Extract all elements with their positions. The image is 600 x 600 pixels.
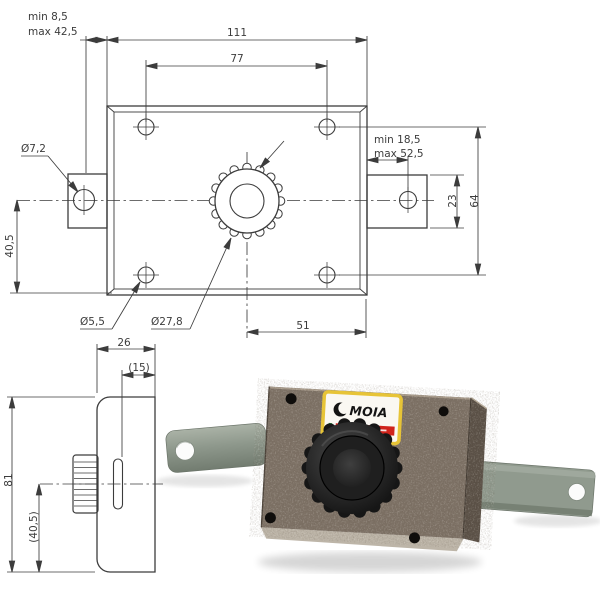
side-view-dimensions: [7, 344, 156, 573]
dim-body-depth: 26: [117, 337, 131, 349]
side-view-outline: [72, 396, 156, 573]
side-view-dimension-labels: 26 (15) 81 (40,5): [3, 337, 150, 543]
right-bar-shadow: [514, 515, 600, 527]
dim-max-left: max 42,5: [28, 26, 78, 38]
dim-holes-span: 77: [230, 53, 243, 65]
front-view-dimension-labels: min 8,5 max 42,5 111 77 Ø7,2 min 18,5 ma…: [4, 11, 481, 332]
knob-rim-highlight: [321, 430, 369, 447]
knob-outer-circle: [214, 168, 280, 234]
body-bottom-face: [260, 527, 464, 552]
dim-knob-to-edge: 51: [296, 320, 309, 332]
dim-hole-rows: 64: [469, 194, 481, 208]
front-view-dimensions: [10, 36, 486, 338]
dim-center-to-bottom: 40,5: [4, 234, 16, 257]
product-photo: MOIA: [157, 386, 600, 572]
body-screw-holes: [264, 393, 449, 544]
dim-center-to-bottom-side: (40,5): [28, 511, 40, 543]
dim-plate-hole-dia: Ø5,5: [80, 316, 105, 328]
dim-overall-height: 81: [3, 473, 15, 486]
dim-min-right: min 18,5: [374, 134, 421, 146]
front-view-knob: [208, 162, 286, 240]
dim-overall-width: 111: [227, 27, 247, 39]
right-bar-hole: [567, 483, 586, 501]
side-body: [96, 396, 156, 573]
dim-tab-height: 23: [447, 194, 459, 207]
right-mounting-tab: [366, 174, 428, 229]
dim-max-right: max 52,5: [374, 148, 424, 160]
knob-inner-circle: [229, 183, 265, 219]
left-bar-shadow: [157, 475, 253, 487]
brand-name: MOIA: [349, 403, 388, 420]
bolt-bar-right: [468, 460, 596, 518]
dim-slot-to-edge: (15): [128, 362, 150, 374]
knob-photo: [301, 418, 403, 518]
dim-knob-dia: Ø27,8: [151, 316, 183, 328]
body-shadow: [258, 552, 482, 572]
dim-tab-hole-dia: Ø7,2: [21, 143, 46, 155]
knob-center-dome: [333, 449, 371, 487]
bolt-bar-left: [165, 423, 269, 473]
dim-min-left: min 8,5: [28, 11, 68, 23]
left-mounting-tab: [67, 173, 108, 229]
